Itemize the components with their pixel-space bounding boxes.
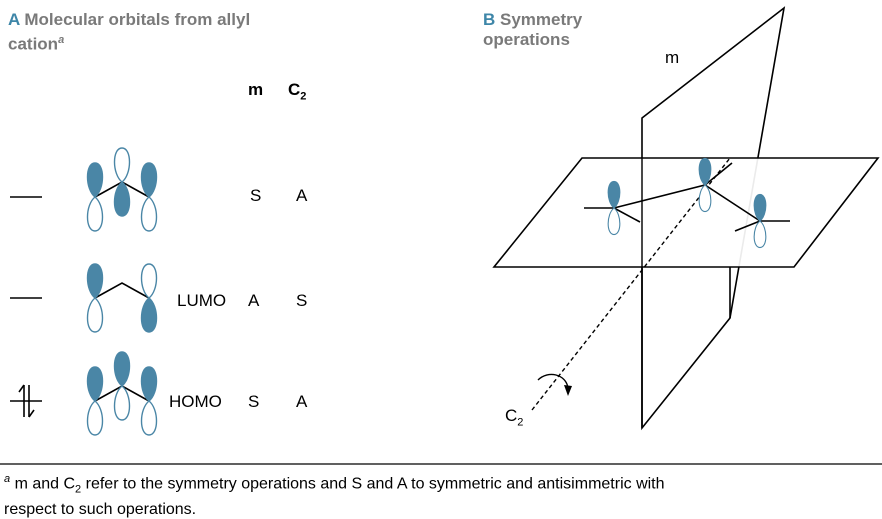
row3-label: HOMO [169, 392, 222, 411]
row1-c2: A [296, 186, 308, 205]
electron-down-arrowhead [28, 409, 35, 418]
row2-c2: S [296, 291, 308, 310]
panel-a-title-line1: Molecular orbitals from allyl [24, 10, 251, 29]
bond-c3-h [734, 220, 761, 232]
col-head-c2-sub: 2 [300, 90, 307, 103]
c2-rotation-arrow [537, 373, 569, 389]
col-head-c2: C2 [288, 80, 306, 102]
lobe-c3-up-filled [140, 162, 158, 198]
lobe-c3-down-empty [140, 196, 158, 232]
row2-label: LUMO [177, 291, 227, 310]
panel-b-title-line2: operations [483, 30, 570, 49]
c2-axis-label-sub: 2 [517, 416, 524, 429]
lobe-c1-down-empty [86, 196, 104, 232]
c2-axis-label-base: C [505, 406, 518, 425]
row3-m: S [248, 392, 260, 411]
c2-axis-label: C2 [505, 406, 523, 428]
footnote-sub: 2 [75, 483, 82, 496]
footnote: a m and C2 refer to the symmetry operati… [4, 470, 665, 519]
panel-a-letter: A [8, 10, 20, 29]
panel-a-title-line2: cation [8, 34, 59, 54]
orbital-diagram-row3 [86, 351, 158, 436]
col-head-m: m [248, 80, 264, 99]
lobe-c2-down-filled [113, 181, 131, 217]
lobe-c1-down-empty [86, 297, 104, 333]
c2-rotation-arrowhead [564, 385, 572, 396]
lobe-c3-down-filled [140, 297, 158, 333]
lobe-c1-down-empty [86, 400, 104, 436]
panel-b-title-line1: Symmetry [500, 10, 583, 29]
row2-m: A [248, 291, 260, 310]
electron-up-arrowhead [18, 384, 25, 393]
bond-c1-h [613, 207, 641, 223]
lobe-c2-down-empty [113, 385, 131, 421]
col-head-c2-base: C [288, 80, 301, 99]
molecular-plane [492, 157, 880, 268]
row3-c2: A [296, 392, 308, 411]
mirror-plane-label: m [665, 48, 680, 67]
energy-level-row3-occupied [10, 384, 42, 418]
row1-m: S [250, 186, 262, 205]
footnote-sup: a [4, 473, 11, 485]
footnote-line2: respect to such operations. [4, 500, 197, 518]
panel-b-letter: B [483, 10, 496, 29]
lobe-c3-up-filled [140, 366, 158, 402]
c2-axis [531, 157, 731, 411]
allyl-skeleton-row2 [94, 282, 150, 299]
bond-c2-h [704, 162, 733, 186]
lobe-c1-up-filled [86, 366, 104, 402]
orbital-diagram-row2 [86, 263, 158, 333]
lobe-c1-up-filled [86, 263, 104, 299]
lobe-c3-down-empty [140, 400, 158, 436]
lobe-c2-up-empty [113, 147, 131, 183]
panel-b-title: B Symmetry operations [483, 10, 582, 50]
allyl-molecule-3d [584, 157, 790, 249]
panel-a-title-sup: a [58, 34, 65, 46]
lobe-c2-up-filled [113, 351, 131, 387]
footnote-part2: refer to the symmetry operations and S a… [81, 475, 665, 493]
lobe-c1-up-filled [86, 162, 104, 198]
lobe-c3-up-empty [140, 263, 158, 299]
orbital-diagram-row1 [86, 147, 158, 232]
panel-a-title: A Molecular orbitals from allyl cationa [8, 10, 250, 55]
footnote-part1: m and C [10, 475, 76, 493]
